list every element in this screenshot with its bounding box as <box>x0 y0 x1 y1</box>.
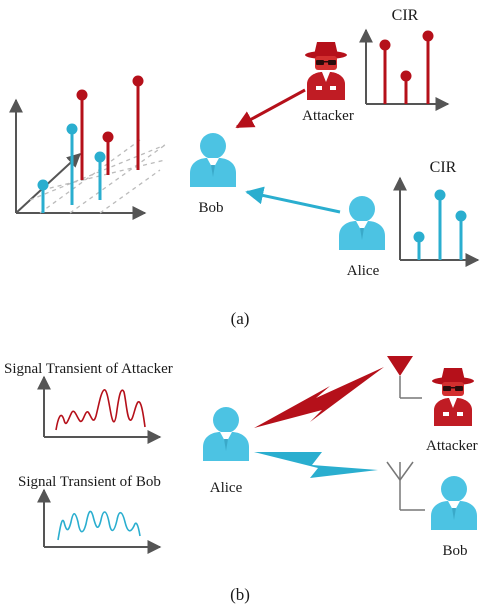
attacker-spy-icon <box>305 42 347 100</box>
alice-label-a: Alice <box>347 263 380 279</box>
bob-lightning-bolt-icon <box>254 452 378 478</box>
stem-red-1 <box>76 89 88 101</box>
cir-alice-label: CIR <box>430 159 457 176</box>
stem-red-2 <box>102 131 114 143</box>
stem-cyan-3 <box>94 151 106 163</box>
stem-cyan-1 <box>37 179 49 191</box>
panel-a-3d-stems <box>37 75 144 213</box>
cir-alice-plot <box>393 176 480 267</box>
bob-user-icon-b <box>431 476 477 530</box>
attacker-label-a: Attacker <box>302 108 354 124</box>
attacker-to-bob-arrow <box>235 88 306 129</box>
alice-user-icon-b <box>203 407 249 461</box>
bob-user-icon <box>190 133 236 187</box>
attacker-antenna-icon <box>387 356 422 399</box>
transient-attacker-plot <box>37 375 162 444</box>
attacker-spy-icon-b <box>432 368 474 426</box>
panel-a-3d-axes <box>9 98 166 220</box>
cir-attacker-plot <box>359 28 450 111</box>
attacker-label-b: Attacker <box>426 438 478 454</box>
stem-cyan-2 <box>66 123 78 135</box>
stem-red-3 <box>132 75 144 87</box>
caption-b: (b) <box>230 585 250 604</box>
bob-label-a: Bob <box>198 200 223 216</box>
alice-to-bob-arrow <box>245 186 341 214</box>
bob-label-b: Bob <box>442 543 467 559</box>
transient-bob-label: Signal Transient of Bob <box>18 474 161 490</box>
bob-antenna-icon <box>386 461 425 511</box>
attacker-lightning-bolt-icon <box>254 367 384 428</box>
caption-a: (a) <box>231 309 250 328</box>
alice-user-icon-a <box>339 196 385 250</box>
transient-bob-plot <box>37 488 162 554</box>
transient-attacker-label: Signal Transient of Attacker <box>4 361 173 377</box>
cir-attacker-label: CIR <box>392 7 419 24</box>
alice-label-b: Alice <box>210 480 243 496</box>
